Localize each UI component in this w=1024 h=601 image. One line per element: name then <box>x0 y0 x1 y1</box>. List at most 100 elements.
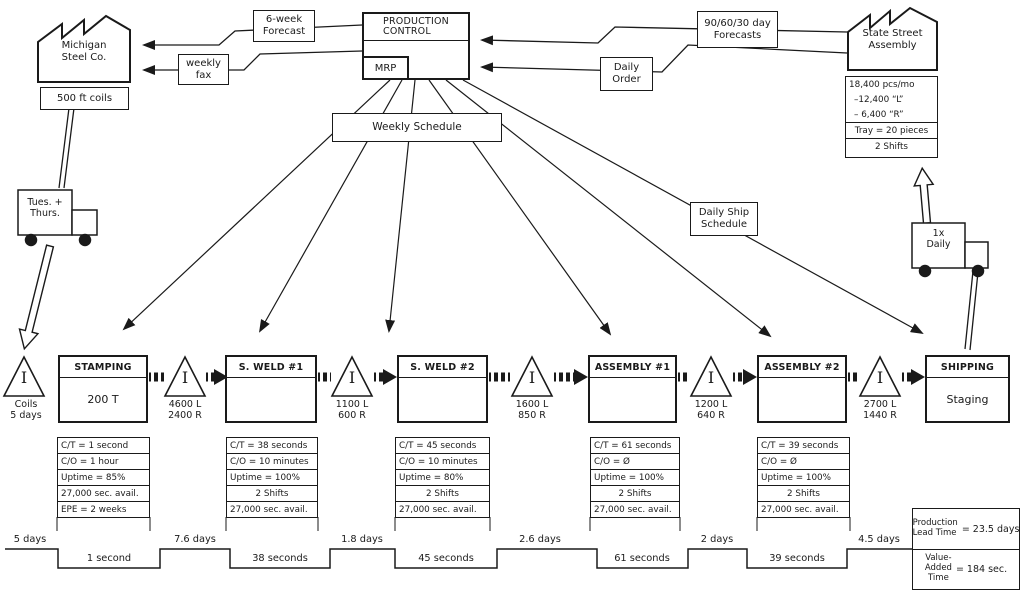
process-title: ASSEMBLY #2 <box>759 357 845 378</box>
timeline-wait: 1.8 days <box>341 534 383 545</box>
databox-sweld2: C/T = 45 seconds C/O = 10 minutes Uptime… <box>395 437 490 518</box>
weekly-fax-label: weekly fax <box>178 54 229 85</box>
inbound-truck-label: Tues. + Thurs. <box>27 197 63 220</box>
timeline-line <box>5 548 912 569</box>
six-week-forecast-label: 6-week Forecast <box>253 10 315 42</box>
process-body <box>590 378 675 420</box>
process-body <box>227 378 315 420</box>
demand-line: –12,400 “L” <box>854 94 904 105</box>
databox-assembly1: C/T = 61 seconds C/O = Ø Uptime = 100% 2… <box>590 437 680 518</box>
outbound-truck-label: 1x Daily <box>926 228 951 251</box>
tray-size: Tray = 20 pieces <box>846 123 937 139</box>
inventory-label: 1200 L 640 R <box>694 399 728 422</box>
production-control-box: PRODUCTION CONTROL MRP <box>362 12 470 80</box>
daily-order-label: Daily Order <box>600 57 653 91</box>
process-sweld2: S. WELD #2 <box>397 355 488 423</box>
process-title: S. WELD #2 <box>399 357 486 378</box>
data-row: C/T = 38 seconds <box>227 438 317 454</box>
data-row: C/O = 10 minutes <box>227 454 317 470</box>
demand-line: 18,400 pcs/mo <box>849 79 915 90</box>
supplier-factory-icon <box>37 14 131 83</box>
process-sweld1: S. WELD #1 <box>225 355 317 423</box>
info-arrow-daily-order <box>480 44 848 73</box>
supplier-coils-box: 500 ft coils <box>40 87 129 110</box>
data-row: 2 Shifts <box>396 486 489 502</box>
data-row: C/T = 61 seconds <box>591 438 679 454</box>
inbound-shipment-arrow <box>18 107 75 351</box>
timeline-process: 1 second <box>86 553 132 564</box>
data-row: 2 Shifts <box>227 486 317 502</box>
timeline-wait: 7.6 days <box>174 534 216 545</box>
supplier-name: Michigan Steel Co. <box>61 40 107 63</box>
inventory-triangles <box>2 355 902 397</box>
outbound-shipment-arrow <box>913 166 979 351</box>
data-row: 27,000 sec. avail. <box>230 504 308 515</box>
info-arrow-906030-forecasts <box>480 26 848 46</box>
push-arrows <box>149 369 925 385</box>
timeline-wait: 4.5 days <box>858 534 900 545</box>
outbound-truck-icon <box>911 222 989 278</box>
process-assembly2: ASSEMBLY #2 <box>757 355 847 423</box>
data-row: 2 Shifts <box>591 486 679 502</box>
data-row: Uptime = 100% <box>227 470 317 486</box>
process-body <box>399 378 486 420</box>
value-added-cell: Value- Added Time = 184 sec. <box>913 550 1019 588</box>
lead-time-label: Production Lead Time <box>912 518 958 538</box>
timeline-process: 61 seconds <box>614 553 670 564</box>
databox-assembly2: C/T = 39 seconds C/O = Ø Uptime = 100% 2… <box>757 437 850 518</box>
inventory-label: 4600 L 2400 R <box>168 399 202 422</box>
timeline-wait: 2.6 days <box>519 534 561 545</box>
inventory-icon: I <box>528 368 536 387</box>
data-row: Uptime = 85% <box>58 470 149 486</box>
demand-line: – 6,400 “R” <box>846 107 937 123</box>
process-title: STAMPING <box>60 357 146 378</box>
summary-box: Production Lead Time = 23.5 days Value- … <box>912 508 1020 590</box>
data-row: C/O = Ø <box>591 454 679 470</box>
inventory-icon: I <box>876 368 884 387</box>
process-shipping: SHIPPING Staging <box>925 355 1010 423</box>
timeline-wait: 2 days <box>700 534 734 545</box>
lead-time-value: = 23.5 days <box>961 523 1020 535</box>
inventory-label: 1600 L 850 R <box>515 399 549 422</box>
inbound-truck-icon <box>17 189 98 247</box>
inventory-label: 1100 L 600 R <box>335 399 369 422</box>
inventory-label: 2700 L 1440 R <box>863 399 897 422</box>
daily-ship-schedule-box: Daily Ship Schedule <box>690 202 758 236</box>
data-row: Uptime = 80% <box>396 470 489 486</box>
data-row: C/O = Ø <box>758 454 849 470</box>
value-added-label: Value- Added Time <box>924 553 952 583</box>
customer-name: State Street Assembly <box>862 28 923 51</box>
databox-ticks <box>56 517 851 531</box>
customer-factory-icon <box>847 6 938 71</box>
data-row: 2 Shifts <box>758 486 849 502</box>
data-row: Uptime = 100% <box>758 470 849 486</box>
production-control-title: PRODUCTION CONTROL <box>364 14 468 41</box>
data-row: C/T = 39 seconds <box>758 438 849 454</box>
data-row: C/O = 10 minutes <box>396 454 489 470</box>
customer-demand-box: 18,400 pcs/mo –12,400 “L” – 6,400 “R” Tr… <box>845 76 938 158</box>
lead-time-cell: Production Lead Time = 23.5 days <box>913 509 1019 550</box>
data-row: 27,000 sec. avail. <box>399 504 477 515</box>
process-body: 200 T <box>87 392 119 406</box>
data-row: 27,000 sec. avail. <box>761 504 839 515</box>
inventory-icon: I <box>348 368 356 387</box>
customer-shifts: 2 Shifts <box>875 141 908 152</box>
data-row: 27,000 sec. avail. <box>58 486 149 502</box>
timeline-wait: 5 days <box>13 534 47 545</box>
data-row: Uptime = 100% <box>591 470 679 486</box>
data-row: EPE = 2 weeks <box>61 504 127 515</box>
process-title: SHIPPING <box>927 357 1008 378</box>
timeline-process: 45 seconds <box>418 553 474 564</box>
schedule-arrows <box>122 79 924 338</box>
inventory-icon: I <box>20 368 28 387</box>
process-stamping: STAMPING 200 T <box>58 355 148 423</box>
data-row: 27,000 sec. avail. <box>594 504 672 515</box>
inventory-label: Coils 5 days <box>10 399 42 422</box>
databox-stamping: C/T = 1 second C/O = 1 hour Uptime = 85%… <box>57 437 150 518</box>
inventory-icon: I <box>181 368 189 387</box>
mrp-box: MRP <box>362 56 409 80</box>
process-title: S. WELD #1 <box>227 357 315 378</box>
weekly-schedule-box: Weekly Schedule <box>332 113 502 142</box>
data-row: C/T = 1 second <box>58 438 149 454</box>
